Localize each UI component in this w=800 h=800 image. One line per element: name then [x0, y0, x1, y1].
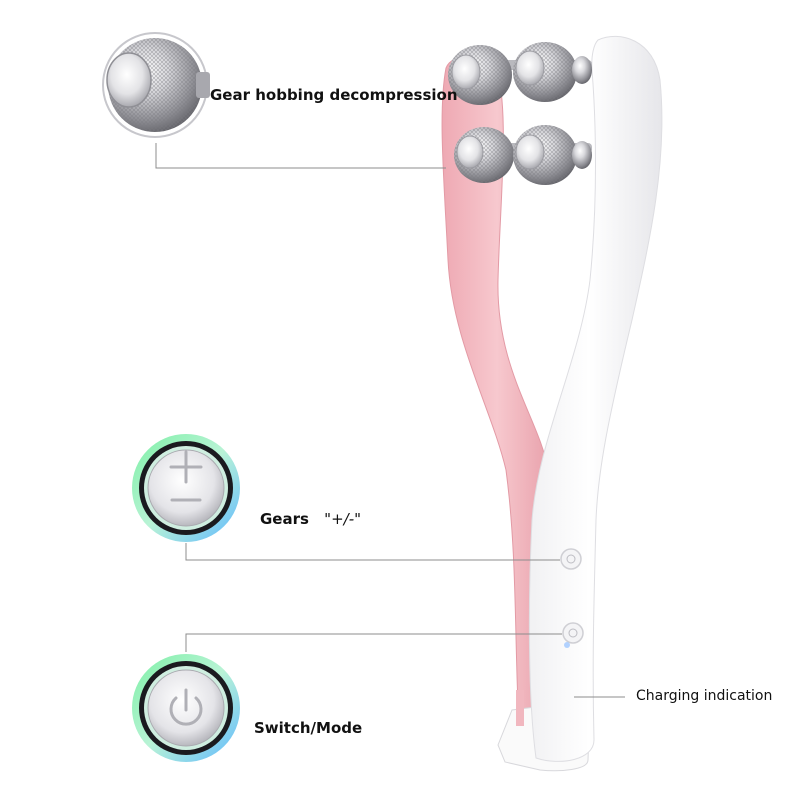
- switch-label: Switch/Mode: [254, 719, 363, 737]
- gears-button[interactable]: [560, 548, 582, 570]
- gears-label-text: Gears: [260, 510, 309, 528]
- plus-minus-button-icon: [169, 450, 203, 502]
- roller-balls: [448, 42, 592, 185]
- roller-closeup-callout: [102, 32, 210, 138]
- white-arm: [528, 35, 663, 762]
- charging-label: Charging indication: [636, 688, 773, 704]
- roller-top-left: [448, 45, 512, 105]
- roller-bottom-left: [454, 127, 514, 183]
- roller-bottom-right: [513, 125, 577, 185]
- base-slot: [516, 690, 524, 726]
- leader-line-roller: [155, 143, 446, 169]
- power-button-icon: [169, 688, 203, 726]
- roller-top-right: [513, 42, 577, 102]
- roller-ball-icon: [106, 52, 152, 108]
- switch-mode-callout: [132, 654, 240, 762]
- gears-symbol: "+/-": [324, 510, 362, 528]
- leader-line-gears: [185, 543, 560, 561]
- gears-button-callout: [132, 434, 240, 542]
- switch-mode-button[interactable]: [562, 622, 584, 644]
- charging-indicator-light: [564, 642, 570, 648]
- roller-label: Gear hobbing decompression: [210, 86, 458, 104]
- leader-line-switch: [185, 633, 562, 652]
- gears-label: Gears "+/-": [260, 510, 361, 528]
